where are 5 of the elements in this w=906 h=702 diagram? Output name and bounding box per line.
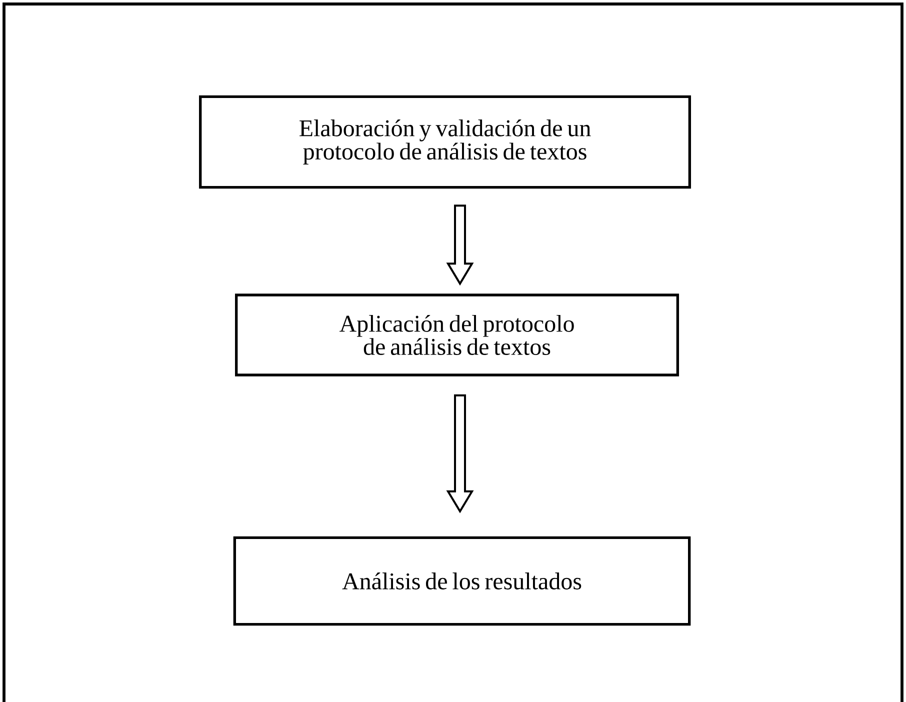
hollow-arrow bbox=[446, 394, 474, 514]
process-box: Aplicación del protocolo de análisis de textos bbox=[235, 294, 679, 376]
hollow-arrow bbox=[446, 204, 474, 286]
process-box: Análisis de los resultados bbox=[233, 536, 691, 626]
process-box: Elaboración y validación de un protocolo de análisis de textos bbox=[199, 95, 691, 189]
